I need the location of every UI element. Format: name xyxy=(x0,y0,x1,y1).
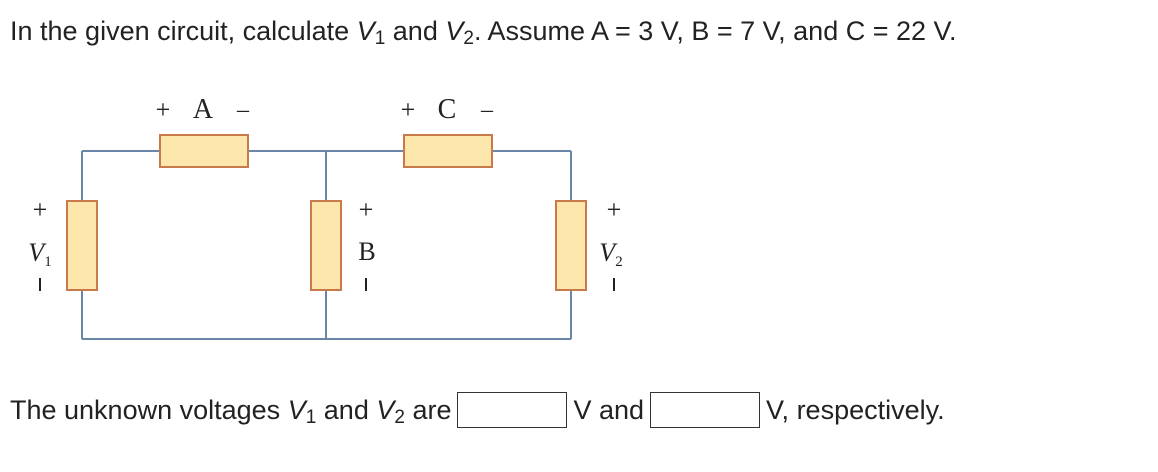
answer-and: and xyxy=(316,395,377,425)
element-v1 xyxy=(66,200,98,291)
label-b-plus: + xyxy=(359,195,374,224)
circuit-diagram: + A – + C – + V1 + B + V2 xyxy=(28,94,623,340)
label-c-minus: – xyxy=(480,97,494,123)
circuit-elements xyxy=(66,134,587,291)
question-and: and xyxy=(385,16,446,46)
label-v1-plus: + xyxy=(33,195,48,224)
label-c-name: C xyxy=(438,94,457,125)
label-v2-name: V2 xyxy=(599,238,622,270)
label-v1-name: V1 xyxy=(28,238,51,270)
label-v2-plus: + xyxy=(607,195,622,224)
v2-answer-input[interactable] xyxy=(650,392,761,428)
question-text: In the given circuit, calculate V1 and V… xyxy=(10,14,957,48)
answer-suffix: V, respectively. xyxy=(766,395,945,425)
answer-v2: V2 xyxy=(376,395,405,428)
label-a-plus: + xyxy=(156,95,171,124)
answer-between: V and xyxy=(573,395,645,425)
answer-are: are xyxy=(404,395,452,425)
question-v2: V2 xyxy=(445,16,474,49)
label-b-name: B xyxy=(358,237,375,266)
element-a xyxy=(159,134,249,168)
label-a-minus: – xyxy=(236,97,250,123)
question-suffix: . Assume A = 3 V, B = 7 V, and C = 22 V. xyxy=(473,16,957,46)
element-b xyxy=(310,200,342,291)
answer-prefix: The unknown voltages xyxy=(10,395,288,425)
circuit-wires xyxy=(81,150,572,340)
answer-sentence: The unknown voltages V1 and V2 are V and… xyxy=(10,392,945,428)
answer-v1: V1 xyxy=(287,395,317,428)
label-c-plus: + xyxy=(401,95,416,124)
label-a-name: A xyxy=(193,94,214,125)
question-v1: V1 xyxy=(356,16,386,49)
question-prefix: In the given circuit, calculate xyxy=(10,16,357,46)
v1-answer-input[interactable] xyxy=(457,392,568,428)
element-v2 xyxy=(555,200,587,291)
element-c xyxy=(403,134,493,168)
